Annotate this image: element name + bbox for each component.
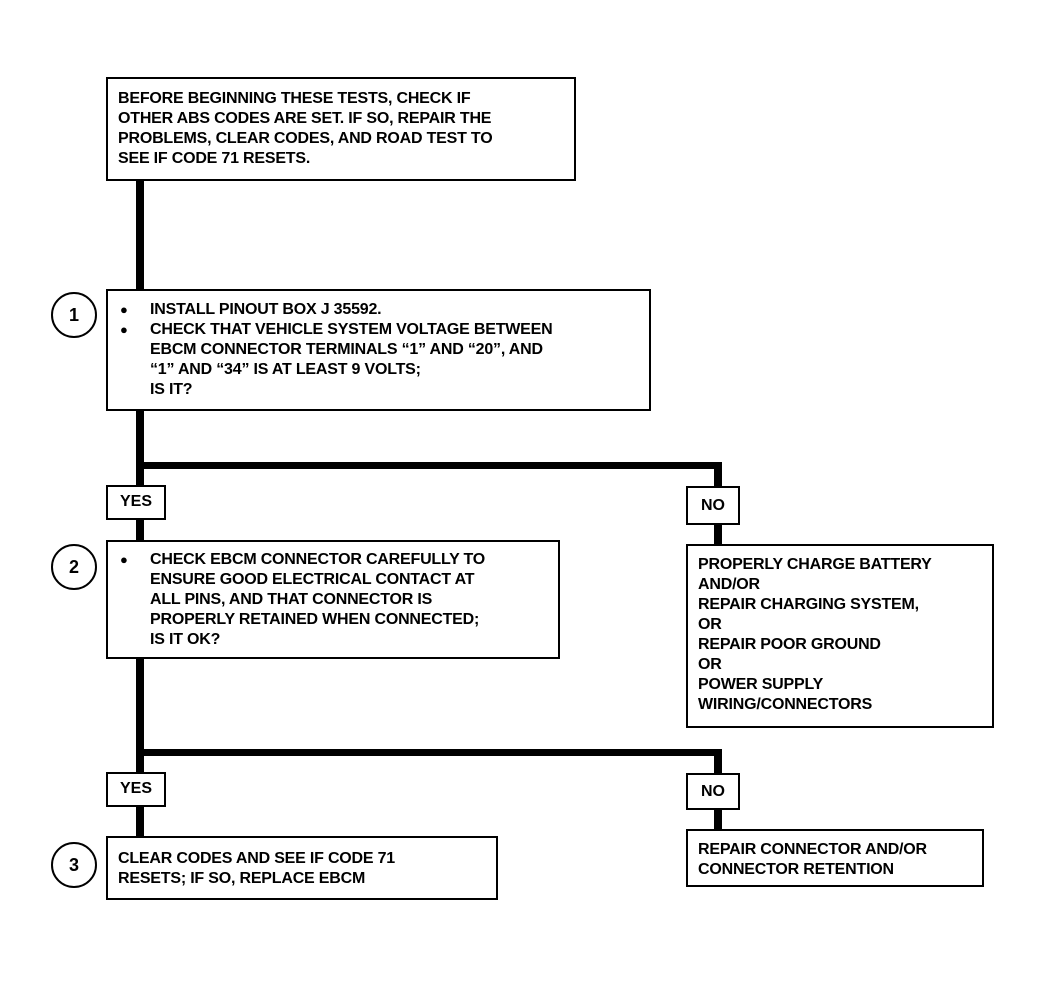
action-line: WIRING/CONNECTORS: [698, 696, 873, 713]
action-line: AND/OR: [698, 576, 760, 593]
action-line: REPAIR POOR GROUND: [698, 636, 881, 653]
trunk-line-step1-to-yes: [136, 410, 144, 487]
step-1-bullet-2-line: “1” AND “34” IS AT LEAST 9 VOLTS;: [150, 361, 421, 378]
step-2-bullet-line: PROPERLY RETAINED WHEN CONNECTED;: [150, 611, 480, 628]
step-3-box: CLEAR CODES AND SEE IF CODE 71 RESETS; I…: [106, 836, 498, 900]
branch-line-step2: [136, 749, 722, 756]
step-2-no-action-box: REPAIR CONNECTOR AND/OR CONNECTOR RETENT…: [686, 829, 984, 887]
intro-line: SEE IF CODE 71 RESETS.: [118, 150, 311, 167]
line-no-to-action2: [714, 809, 722, 831]
intro-line: OTHER ABS CODES ARE SET. IF SO, REPAIR T…: [118, 110, 492, 127]
step-1-no-label: NO: [686, 486, 740, 525]
step-2-yes-label: YES: [106, 772, 166, 807]
step-1-yes-label: YES: [106, 485, 166, 520]
step-1-bullet-2: CHECK THAT VEHICLE SYSTEM VOLTAGE BETWEE…: [120, 320, 649, 340]
action-line: POWER SUPPLY: [698, 676, 824, 693]
step-3-line: CLEAR CODES AND SEE IF CODE 71: [118, 850, 396, 867]
intro-line: BEFORE BEGINNING THESE TESTS, CHECK IF: [118, 90, 471, 107]
branch-line-step1: [136, 462, 722, 469]
step-1-box: INSTALL PINOUT BOX J 35592. CHECK THAT V…: [106, 289, 651, 411]
step-2-bullet: CHECK EBCM CONNECTOR CAREFULLY TO: [120, 550, 558, 570]
line-no-to-action1: [714, 524, 722, 546]
trunk-line-step2-to-yes: [136, 658, 144, 774]
step-2-no-label: NO: [686, 773, 740, 810]
step-1-no-action-box: PROPERLY CHARGE BATTERY AND/OR REPAIR CH…: [686, 544, 994, 728]
action-line: CONNECTOR RETENTION: [698, 861, 894, 878]
main-trunk-line: [136, 180, 144, 292]
branch-drop-step1-no: [714, 462, 722, 488]
step-2-box: CHECK EBCM CONNECTOR CAREFULLY TO ENSURE…: [106, 540, 560, 659]
action-line: PROPERLY CHARGE BATTERY: [698, 556, 932, 573]
step-2-bullet-line: ALL PINS, AND THAT CONNECTOR IS: [150, 591, 433, 608]
step-2-bullet-line: IS IT OK?: [150, 631, 221, 648]
action-line: REPAIR CHARGING SYSTEM,: [698, 596, 919, 613]
step-3-marker: 3: [51, 842, 97, 888]
step-1-bullet-1: INSTALL PINOUT BOX J 35592.: [120, 300, 649, 320]
trunk-line-yes-to-step2: [136, 518, 144, 542]
action-line: OR: [698, 656, 722, 673]
step-3-line: RESETS; IF SO, REPLACE EBCM: [118, 870, 366, 887]
step-1-bullet-2-line: EBCM CONNECTOR TERMINALS “1” AND “20”, A…: [150, 341, 543, 358]
action-line: REPAIR CONNECTOR AND/OR: [698, 841, 927, 858]
action-line: OR: [698, 616, 722, 633]
intro-box: BEFORE BEGINNING THESE TESTS, CHECK IF O…: [106, 77, 576, 181]
step-1-marker: 1: [51, 292, 97, 338]
branch-drop-step2-no: [714, 749, 722, 775]
step-2-bullet-line: ENSURE GOOD ELECTRICAL CONTACT AT: [150, 571, 475, 588]
trunk-line-yes-to-step3: [136, 806, 144, 838]
step-2-marker: 2: [51, 544, 97, 590]
step-1-bullet-2-line: IS IT?: [150, 381, 193, 398]
intro-line: PROBLEMS, CLEAR CODES, AND ROAD TEST TO: [118, 130, 493, 147]
